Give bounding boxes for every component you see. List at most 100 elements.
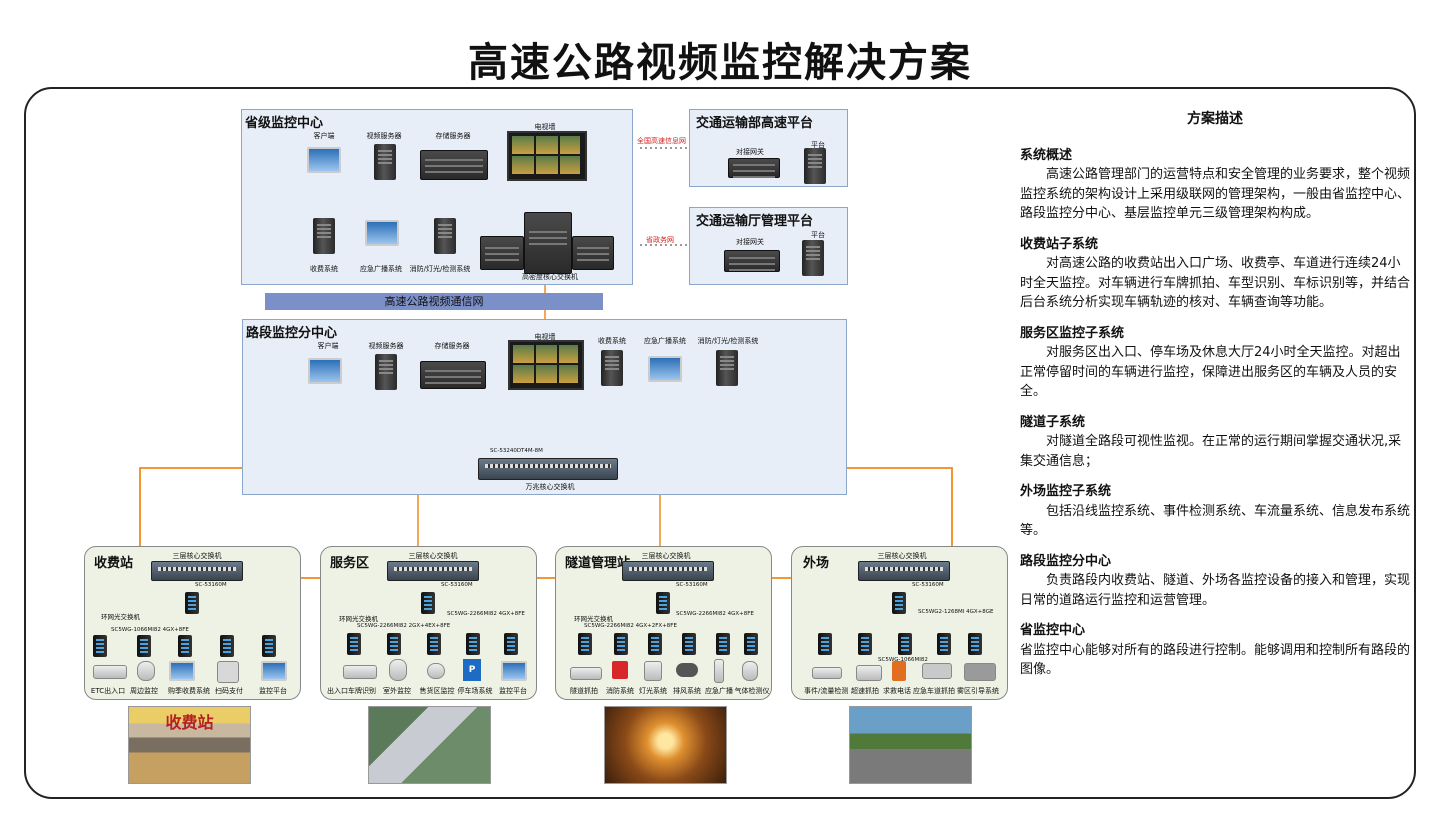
field-model-2: SC5WG-1066MI82 <box>878 657 928 663</box>
desc-section-field: 外场监控子系统 包括沿线监控系统、事件检测系统、车流量系统、信息发布系统等。 <box>1020 482 1410 541</box>
storage-server-icon <box>420 150 488 180</box>
section-tv-wall-icon <box>508 340 584 390</box>
desc-section-section-center: 路段监控分中心 负责路段内收费站、隧道、外场各监控设备的接入和管理，实现日常的道… <box>1020 552 1410 611</box>
provincial-tv-wall-label: 电视墙 <box>534 123 556 131</box>
page-title: 高速公路视频监控解决方案 <box>468 40 972 86</box>
field-ring-switch-5-icon <box>968 633 982 655</box>
tunnel-device-2-label: 灯光系统 <box>639 687 667 695</box>
video-server-icon <box>374 144 396 180</box>
service-monitor-icon <box>501 661 527 681</box>
fog-guide-icon <box>964 663 996 681</box>
section-client-pc-icon <box>308 358 342 384</box>
section-storage-server-icon <box>420 361 486 389</box>
desc-body: 对隧道全路段可视性监视。在正常的运行期间掌握交通状况,采集交通信息； <box>1020 434 1402 469</box>
core-switch-chassis-icon <box>524 212 572 274</box>
ministry-platform-panel: 交通运输部高速平台 对接网关 平台 <box>689 109 848 187</box>
toll-core-switch-icon <box>151 561 243 581</box>
service-device-4-label: 监控平台 <box>499 687 527 695</box>
broadcast-speaker-icon <box>714 659 724 683</box>
toll-ring-switch-1-icon <box>93 635 107 657</box>
retail-camera-icon <box>427 663 445 679</box>
section-video-server-icon <box>375 354 397 390</box>
gov-network-link-label: 省政务网 <box>646 236 674 244</box>
desc-heading: 系统概述 <box>1020 147 1073 163</box>
field-highway-photo <box>849 706 972 784</box>
scan-pay-icon <box>217 661 239 683</box>
section-switch-model: SC-53240DT4M-8M <box>490 448 543 454</box>
field-panel: 外场 三层核心交换机 SC-53160M SC5WG2-1268MI 4GX+8… <box>791 546 1008 700</box>
toll-ring-switch-2-icon <box>137 635 151 657</box>
tunnel-ring-label: 环网光交换机 <box>574 615 613 623</box>
desc-body: 省监控中心能够对所有的路段进行控制。能够调用和控制所有路段的图像。 <box>1020 642 1411 678</box>
desc-section-tunnel: 隧道子系统 对隧道全路段可视性监视。在正常的运行期间掌握交通状况,采集交通信息； <box>1020 413 1410 472</box>
tunnel-model-2: SC5WG-2266MI82 4GX+2FX+8FE <box>584 623 677 629</box>
tunnel-station-panel: 隧道管理站 三层核心交换机 SC-53160M 环网光交换机 SC5WG-226… <box>555 546 772 700</box>
field-device-3-label: 应急车道抓拍 <box>913 687 955 695</box>
toll-ring-label: 环网光交换机 <box>101 613 140 621</box>
service-area-photo <box>368 706 491 784</box>
tunnel-camera-icon <box>570 667 602 680</box>
ministry-platform-server-icon <box>804 148 826 184</box>
desc-heading: 服务区监控子系统 <box>1020 325 1125 341</box>
department-platform-title: 交通运输厅管理平台 <box>696 214 814 229</box>
service-ring-switch-1-icon <box>347 633 361 655</box>
broadcast-pc-icon <box>365 220 399 246</box>
toll-core-label: 三层核心交换机 <box>172 552 222 560</box>
service-model-2: SC5WG-2266MI82 2GX+4EX+8FE <box>357 623 451 629</box>
service-device-0-label: 出入口车牌识别 <box>327 687 376 695</box>
ministry-gateway-icon <box>728 158 780 178</box>
service-area-title: 服务区 <box>330 556 370 571</box>
tunnel-photo <box>604 706 727 784</box>
department-gateway-icon <box>724 250 780 272</box>
desc-section-toll: 收费站子系统 对高速公路的收费站出入口广场、收费亭、车道进行连续24小时全天监控… <box>1020 235 1410 313</box>
desc-body: 包括沿线监控系统、事件检测系统、车流量系统、信息发布系统等。 <box>1020 503 1411 539</box>
tunnel-station-title: 隧道管理站 <box>565 556 631 571</box>
toll-photo-caption: 收费站 <box>165 713 214 732</box>
provincial-toll-label: 收费系统 <box>310 265 338 273</box>
department-platform-label: 平台 <box>811 231 825 239</box>
fire-light-server-icon <box>434 218 456 254</box>
service-core-model: SC-53160M <box>441 582 473 588</box>
client-pc-icon <box>307 147 341 173</box>
highway-network-bar: 高速公路视频通信网 <box>265 293 603 310</box>
desc-section-service: 服务区监控子系统 对服务区出入口、停车场及休息大厅24小时全天监控。对超出正常停… <box>1020 324 1410 402</box>
tunnel-ring-switch-1-icon <box>578 633 592 655</box>
department-gateway-label: 对接网关 <box>736 238 764 246</box>
etc-camera-icon <box>93 665 127 679</box>
section-center-title: 路段监控分中心 <box>246 326 338 341</box>
desc-heading: 外场监控子系统 <box>1020 484 1112 499</box>
toll-ring-switch-5-icon <box>262 635 276 657</box>
field-device-1-label: 超速抓拍 <box>851 687 879 695</box>
department-platform-server-icon <box>802 240 824 276</box>
service-device-3-label: 停车场系统 <box>457 687 493 695</box>
tunnel-ring-switch-2-icon <box>614 633 628 655</box>
toll-ring-switch-4-icon <box>220 635 234 657</box>
section-broadcast-pc-icon <box>648 356 682 382</box>
desc-body: 对高速公路的收费站出入口广场、收费亭、车道进行连续24小时全天监控。对车辆进行车… <box>1020 256 1411 310</box>
switch-module-left-icon <box>480 236 524 270</box>
dome-camera-icon <box>137 661 155 681</box>
plate-camera-icon <box>343 665 377 679</box>
service-ring-switch-5-icon <box>504 633 518 655</box>
ministry-platform-title: 交通运输部高速平台 <box>696 116 814 131</box>
provincial-center-title: 省级监控中心 <box>245 116 324 131</box>
parking-sign-icon: P <box>463 659 481 681</box>
toll-ring-switch-3-icon <box>178 635 192 657</box>
section-toll-server-icon <box>601 350 623 386</box>
speed-camera-icon <box>856 665 882 681</box>
ministry-gateway-label: 对接网关 <box>736 148 764 156</box>
section-video-server-label: 视频服务器 <box>368 342 404 350</box>
field-device-4-label: 雾区引导系统 <box>957 687 999 695</box>
toll-device-2-label: 购季收费系统 <box>168 687 210 695</box>
field-core-label: 三层核心交换机 <box>877 552 927 560</box>
toll-device-1-label: 周边监控 <box>130 687 158 695</box>
tunnel-ring-switch-3-icon <box>648 633 662 655</box>
section-toll-label: 收费系统 <box>598 337 626 345</box>
service-area-panel: 服务区 三层核心交换机 SC-53160M 环网光交换机 SC5WG-2266M… <box>320 546 537 700</box>
tunnel-device-3-label: 排风系统 <box>673 687 701 695</box>
field-ring-switch-4-icon <box>937 633 951 655</box>
field-core-switch-icon <box>858 561 950 581</box>
section-fire-label: 消防/灯光/检测系统 <box>697 337 759 345</box>
tunnel-ring-switch-5-icon <box>716 633 730 655</box>
field-core-model: SC-53160M <box>912 582 944 588</box>
